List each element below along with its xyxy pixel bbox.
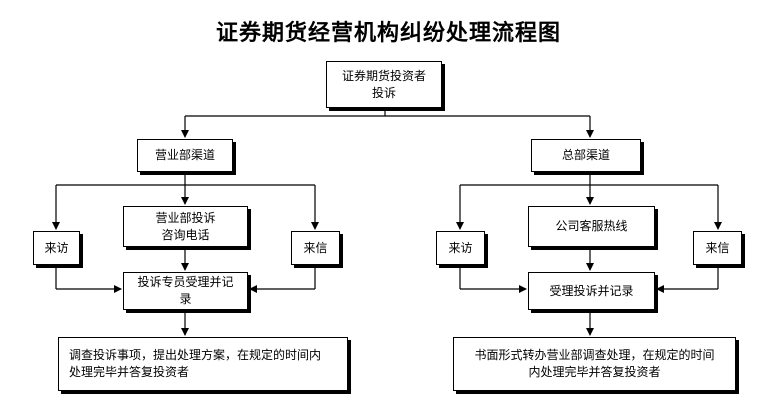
node-branch-channel: 营业部渠道 [137, 139, 233, 172]
node-right-accept-record: 受理投诉并记录 [528, 272, 655, 310]
page-title: 证券期货经营机构纠纷处理流程图 [215, 20, 561, 46]
node-left-accept-record: 投诉专员受理并记 录 [123, 272, 248, 310]
node-left-result: 调查投诉事项，提出处理方案，在规定的时间内 处理完毕并答复投资者 [58, 337, 348, 391]
node-right-visit: 来访 [436, 231, 485, 265]
node-right-letter: 来信 [693, 231, 742, 265]
node-customer-hotline: 公司客服热线 [528, 206, 655, 247]
node-left-visit: 来访 [33, 231, 80, 265]
node-right-result: 书面形式转办营业部调查处理，在规定的时间 内处理完毕并答复投资者 [453, 337, 736, 391]
node-hq-channel: 总部渠道 [531, 139, 641, 172]
node-left-letter: 来信 [291, 231, 340, 265]
node-branch-phone: 营业部投诉 咨询电话 [123, 206, 248, 247]
node-investor-complaint: 证券期货投资者 投诉 [326, 61, 442, 108]
